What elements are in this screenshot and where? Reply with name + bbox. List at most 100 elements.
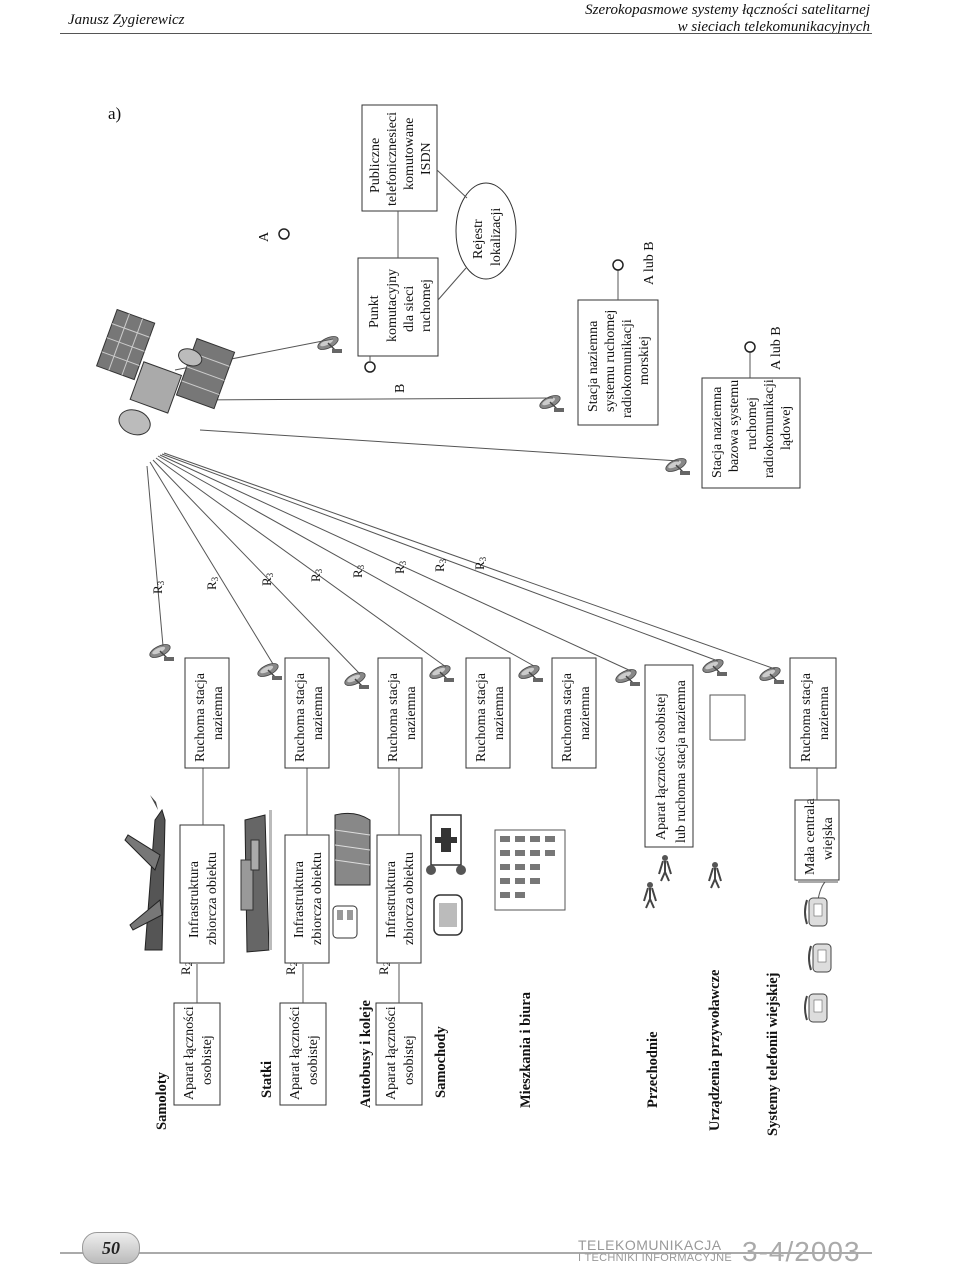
box-infra-statki: Infrastruktura zbiorcza obiektu <box>284 834 330 964</box>
svg-text:osobistej: osobistej <box>402 1035 417 1085</box>
svg-text:osobistej: osobistej <box>200 1035 215 1085</box>
building-icon <box>494 829 566 911</box>
page-number: 50 <box>82 1232 140 1264</box>
label-a-lub-b-ladowa: A lub B <box>769 326 784 370</box>
group-label-statki: Statki <box>259 1061 275 1098</box>
svg-text:komutowane: komutowane <box>402 118 417 190</box>
network-diagram: Samoloty Statki Autobusy i koleje Samoch… <box>95 104 840 1136</box>
header-rule <box>60 33 872 34</box>
svg-text:systemu ruchomej: systemu ruchomej <box>603 310 618 412</box>
box-ruchoma-samochody: Ruchoma stacja naziemna <box>465 657 511 769</box>
box-aparat-ruchoma-przechodnie: Aparat łączności osobistej lub ruchoma s… <box>644 664 694 848</box>
box-punkt-komutacyjny: Punkt komutacyjny dla sieci ruchomej <box>357 257 439 357</box>
group-label-urzadzenia: Urządzenia przywoławcze <box>707 969 723 1131</box>
box-infra-samoloty: Infrastruktura zbiorcza obiektu <box>179 824 225 964</box>
svg-text:lądowej: lądowej <box>779 406 794 450</box>
svg-text:Ruchoma stacja: Ruchoma stacja <box>293 672 308 762</box>
car-icon <box>433 894 463 936</box>
box-stacja-morska: Stacja naziemna systemu ruchomej radioko… <box>577 299 659 426</box>
label-r2-statki: R2 <box>283 962 299 975</box>
terminal-a-lub-b-ladowa <box>744 341 756 353</box>
ambulance-icon <box>426 814 466 875</box>
svg-text:telefonicznesieci: telefonicznesieci <box>385 112 400 206</box>
footer-band <box>60 1252 872 1254</box>
svg-text:bazowa systemu: bazowa systemu <box>727 380 742 472</box>
svg-text:Ruchoma stacja: Ruchoma stacja <box>474 672 489 762</box>
telephone-icon <box>804 897 832 1023</box>
box-stacja-ladowa: Stacja naziemna bazowa systemu ruchomej … <box>701 377 801 489</box>
svg-text:lokalizacji: lokalizacji <box>489 208 504 266</box>
terminal-a: A <box>257 228 290 242</box>
bus-icon <box>332 905 358 939</box>
box-ruchoma-wiejska: Ruchoma stacja naziemna <box>789 657 837 769</box>
label-r3-2: R3 <box>204 576 220 590</box>
svg-text:ruchomej: ruchomej <box>419 279 434 332</box>
svg-text:B: B <box>393 384 408 393</box>
svg-text:A: A <box>257 231 272 242</box>
svg-text:Rejestr: Rejestr <box>471 219 486 259</box>
svg-text:Stacja naziemna: Stacja naziemna <box>586 320 601 412</box>
issue-number: 3-4/2003 <box>742 1236 861 1267</box>
ship-icon <box>240 810 272 953</box>
box-aparat-autobusy: Aparat łączności osobistej <box>375 1002 423 1106</box>
svg-text:Aparat łączności osobistej: Aparat łączności osobistej <box>654 693 669 840</box>
svg-text:Ruchoma stacja: Ruchoma stacja <box>560 672 575 762</box>
svg-text:naziemna: naziemna <box>578 686 593 740</box>
svg-text:Ruchoma stacja: Ruchoma stacja <box>193 672 208 762</box>
svg-text:naziemna: naziemna <box>311 686 326 740</box>
group-label-mieszkania: Mieszkania i biura <box>518 991 534 1108</box>
box-ruchoma-statki: Ruchoma stacja naziemna <box>284 657 330 769</box>
label-a-lub-b-morska: A lub B <box>642 241 657 285</box>
journal-name: TELEKOMUNIKACJA I TECHNIKI INFORMACYJNE <box>578 1237 732 1265</box>
svg-text:ruchomej: ruchomej <box>745 397 760 450</box>
radio-links <box>146 338 776 675</box>
svg-text:Aparat łączności: Aparat łączności <box>182 1006 197 1100</box>
label-r2-samoloty: R2 <box>178 962 194 975</box>
svg-text:naziemna: naziemna <box>817 686 832 740</box>
group-label-przechodnie: Przechodnie <box>645 1031 661 1108</box>
svg-text:morskiej: morskiej <box>637 336 652 385</box>
svg-text:lub ruchoma stacja naziemna: lub ruchoma stacja naziemna <box>674 679 689 843</box>
brace <box>817 881 826 901</box>
svg-text:Ruchoma stacja: Ruchoma stacja <box>386 672 401 762</box>
box-aparat-statki: Aparat łączności osobistej <box>279 1002 327 1106</box>
svg-text:Infrastruktura: Infrastruktura <box>292 860 307 938</box>
label-r3-1: R3 <box>150 580 166 594</box>
svg-text:zbiorcza obiektu: zbiorcza obiektu <box>402 852 417 945</box>
box-mala-centrala: Mała centrala wiejska <box>794 798 840 881</box>
svg-text:Punkt: Punkt <box>367 295 382 328</box>
label-r3-3: R3 <box>259 572 275 586</box>
group-label-autobusy: Autobusy i koleje <box>358 999 374 1108</box>
svg-text:ISDN: ISDN <box>419 142 434 175</box>
svg-text:komutacyjny: komutacyjny <box>385 269 400 342</box>
header-author: Janusz Zygierewicz <box>68 12 185 28</box>
label-r3-4: R3 <box>308 568 324 582</box>
svg-text:Aparat łączności: Aparat łączności <box>288 1006 303 1100</box>
label-r3-6: R3 <box>392 560 408 574</box>
journal-line2: I TECHNIKI INFORMACYJNE <box>578 1252 732 1264</box>
svg-text:dla sieci: dla sieci <box>402 286 417 332</box>
svg-text:Aparat łączności: Aparat łączności <box>384 1006 399 1100</box>
svg-text:osobistej: osobistej <box>306 1035 321 1085</box>
svg-text:Infrastruktura: Infrastruktura <box>384 860 399 938</box>
box-infra-autobusy: Infrastruktura zbiorcza obiektu <box>376 834 422 964</box>
airplane-icon <box>124 795 166 951</box>
label-r3-7: R3 <box>432 558 448 572</box>
figure-label: a) <box>108 104 122 123</box>
svg-text:Stacja naziemna: Stacja naziemna <box>710 386 725 478</box>
svg-text:radiokomunikacji: radiokomunikacji <box>620 319 635 418</box>
box-rejestr-lokalizacji: Rejestr lokalizacji <box>455 182 517 280</box>
box-ruchoma-samoloty: Ruchoma stacja naziemna <box>184 657 230 769</box>
svg-text:zbiorcza obiektu: zbiorcza obiektu <box>205 852 220 945</box>
box-aparat-samoloty: Aparat łączności osobistej <box>173 1002 221 1106</box>
label-r3-8: R3 <box>472 556 488 570</box>
svg-text:naziemna: naziemna <box>211 686 226 740</box>
svg-text:Mała centrala: Mała centrala <box>803 798 818 875</box>
terminal-b: B <box>364 356 408 393</box>
terminal-a-lub-b-morska <box>612 259 624 271</box>
svg-text:Publiczne: Publiczne <box>368 138 383 193</box>
header-title-line1: Szerokopasmowe systemy łączności satelit… <box>585 2 870 18</box>
svg-text:naziemna: naziemna <box>492 686 507 740</box>
journal-line1: TELEKOMUNIKACJA <box>578 1237 722 1253</box>
header-title-line2: w sieciach telekomunikacyjnych <box>677 19 870 35</box>
